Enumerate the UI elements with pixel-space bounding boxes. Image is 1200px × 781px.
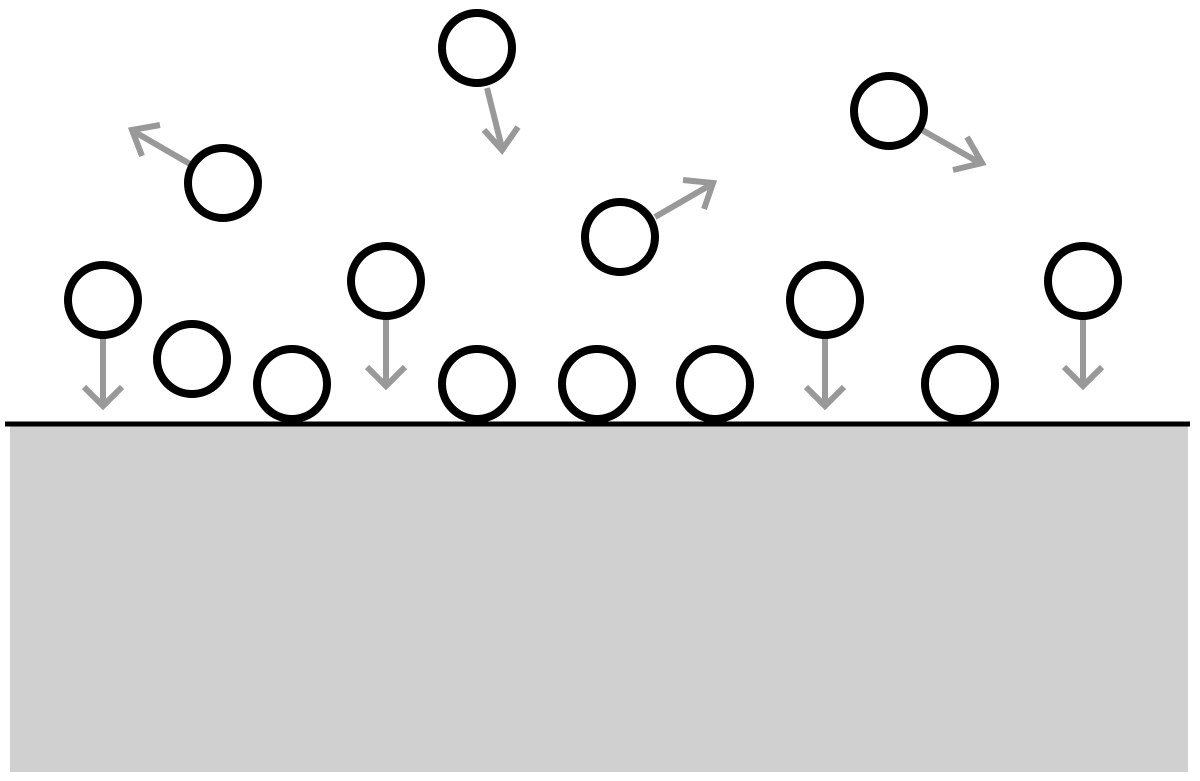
adsorbed-particle (438, 345, 516, 423)
falling-particle (786, 261, 864, 411)
motion-arrow-icon (481, 87, 521, 155)
down-arrow-icon (81, 338, 125, 411)
adsorbed-particle (253, 345, 331, 423)
substrate-surface (10, 424, 1188, 772)
motion-arrow-icon (653, 177, 718, 220)
adsorbed-particle (558, 345, 636, 423)
gas-particle (850, 72, 987, 173)
motion-arrow-icon (920, 127, 987, 173)
near-surface-particle (153, 320, 231, 398)
falling-particle (1044, 242, 1122, 391)
motion-arrow-icon (127, 122, 192, 167)
down-arrow-icon (1061, 319, 1105, 391)
down-arrow-icon (364, 319, 408, 391)
adsorbed-particle (676, 345, 754, 423)
gas-particle (581, 177, 718, 276)
adsorbed-particle (921, 345, 999, 423)
gas-particle (438, 9, 521, 155)
falling-particle (347, 242, 425, 391)
falling-particle (64, 261, 142, 411)
down-arrow-icon (803, 338, 847, 411)
gas-particle (127, 122, 262, 222)
